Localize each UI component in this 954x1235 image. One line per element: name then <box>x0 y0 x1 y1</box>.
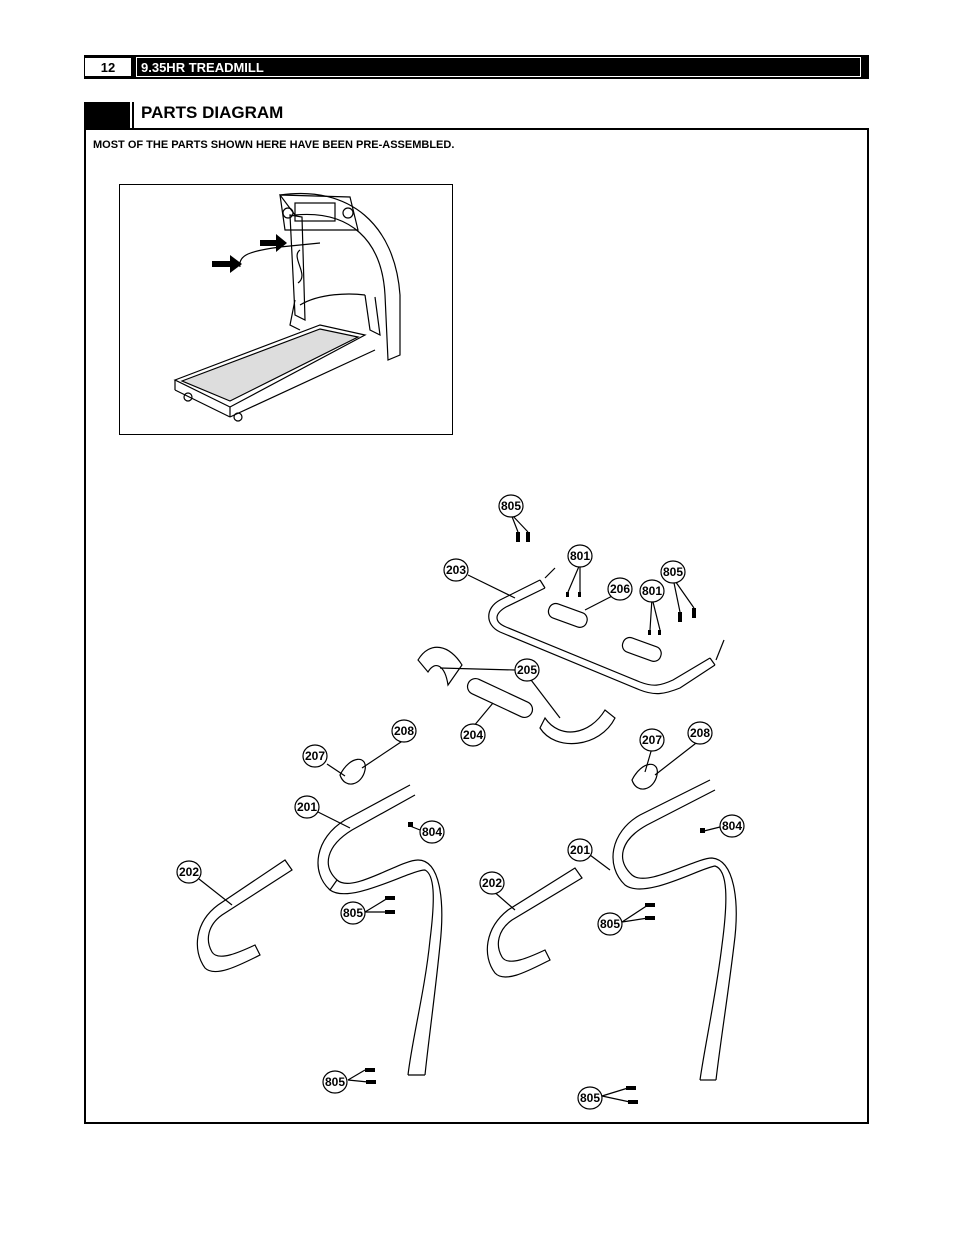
callout-801-b <box>639 579 665 603</box>
callout-208-right-label: 208 <box>690 726 710 740</box>
assembly-note: MOST OF THE PARTS SHOWN HERE HAVE BEEN P… <box>93 139 455 151</box>
treadmill-overview-inset <box>119 184 453 435</box>
callout-201-right-label: 201 <box>570 843 590 857</box>
treadmill-illustration <box>173 193 401 422</box>
section-divider <box>132 102 134 128</box>
callout-805-left-mid <box>340 901 366 925</box>
callout-805-left-bottom <box>322 1070 348 1094</box>
callout-805-right-bottom <box>577 1086 603 1110</box>
callout-201-left <box>294 795 320 819</box>
grip-206-left <box>547 602 588 628</box>
tube-205-left <box>417 646 463 687</box>
section-title: PARTS DIAGRAM <box>141 103 284 122</box>
page-number: 12 <box>84 57 132 77</box>
callout-208-left-label: 208 <box>394 724 414 738</box>
callout-207-right-label: 207 <box>642 733 662 747</box>
callout-208-left <box>391 719 417 743</box>
callout-801-b-label: 801 <box>642 584 662 598</box>
callout-207-right <box>639 728 665 752</box>
callout-805-left-mid-label: 805 <box>343 906 363 920</box>
callout-805-right-mid <box>597 912 623 936</box>
callout-205-label: 205 <box>517 663 537 677</box>
callout-805-right-bottom-label: 805 <box>580 1091 600 1105</box>
callout-204 <box>460 723 486 747</box>
callout-805-top <box>498 494 524 518</box>
callout-207-left-label: 207 <box>305 749 325 763</box>
upright-201-left <box>317 784 434 1076</box>
grip-206-right <box>621 636 662 662</box>
pod-207-right <box>631 763 658 790</box>
callout-805-left-bottom-label: 805 <box>325 1075 345 1089</box>
callout-805-right-label: 805 <box>663 565 683 579</box>
callout-804-right-label: 804 <box>722 819 742 833</box>
callout-202-right-label: 202 <box>482 876 502 890</box>
callout-805-right-mid-label: 805 <box>600 917 620 931</box>
callout-201-right <box>567 838 593 862</box>
callout-202-left-label: 202 <box>179 865 199 879</box>
pod-207-left <box>339 758 366 785</box>
callout-202-right <box>479 871 505 895</box>
callout-203 <box>443 558 469 582</box>
callout-202-left <box>176 860 202 884</box>
tube-204 <box>466 677 534 719</box>
callout-206-label: 206 <box>610 582 630 596</box>
manual-title: 9.35HR TREADMILL <box>136 57 861 77</box>
upright-201-right <box>612 779 727 1081</box>
diagram-frame <box>84 128 869 1124</box>
callout-206 <box>607 577 633 601</box>
callout-801-a <box>567 544 593 568</box>
callout-201-left-label: 201 <box>297 800 317 814</box>
callout-805-right <box>660 560 686 584</box>
header-bar <box>84 55 869 79</box>
callout-804-left <box>419 820 445 844</box>
section-marker <box>84 102 130 128</box>
callout-208-right <box>687 721 713 745</box>
callout-801-a-label: 801 <box>570 549 590 563</box>
callout-207-left <box>302 744 328 768</box>
tube-205-right <box>539 709 616 745</box>
handle-202-right <box>486 867 583 978</box>
callout-805-top-label: 805 <box>501 499 521 513</box>
crossbar-203 <box>488 579 716 695</box>
callout-205 <box>514 658 540 682</box>
handle-202-left <box>196 859 293 973</box>
callout-203-label: 203 <box>446 563 466 577</box>
callout-204-label: 204 <box>463 728 483 742</box>
callout-804-left-label: 804 <box>422 825 442 839</box>
callout-804-right <box>719 814 745 838</box>
